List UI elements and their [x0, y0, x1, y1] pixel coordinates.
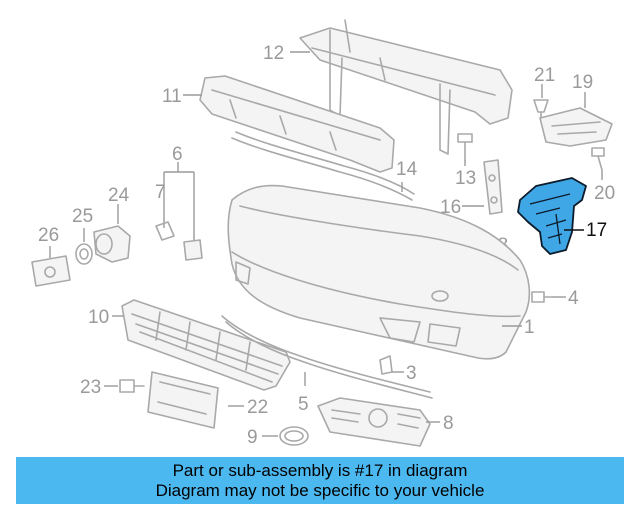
part-17-side-bracket[interactable]: 17 — [517, 177, 607, 255]
part-10-lower-grille: 10 — [88, 299, 291, 391]
callout-16[interactable]: 16 — [440, 197, 461, 218]
part-24-park-sensor: 24 — [93, 185, 131, 263]
part-8-fog-grille: 8 — [317, 397, 454, 447]
callout-24[interactable]: 24 — [108, 185, 130, 206]
callout-25[interactable]: 25 — [72, 206, 93, 227]
callout-12[interactable]: 12 — [263, 43, 284, 64]
part-25-sensor-ring: 25 — [72, 206, 93, 265]
part-9-ring: 9 — [247, 426, 309, 448]
callout-5[interactable]: 5 — [298, 394, 309, 415]
callout-13[interactable]: 13 — [455, 168, 476, 189]
callout-11[interactable]: 11 — [162, 86, 182, 107]
part-14-trim-strip: 14 — [231, 131, 418, 201]
banner-line-2: Diagram may not be specific to your vehi… — [155, 480, 485, 500]
part-13-bolt: 13 — [455, 133, 476, 189]
info-banner: Part or sub-assembly is #17 in diagram D… — [16, 457, 624, 504]
part-26-sensor-bracket: 26 — [31, 225, 71, 287]
part-20-screw: 20 — [591, 147, 615, 204]
part-1-bumper-cover: 1 — [227, 184, 535, 360]
callout-22[interactable]: 22 — [247, 397, 268, 418]
callout-23[interactable]: 23 — [80, 377, 101, 398]
part-23-screw: 23 — [80, 377, 145, 398]
callout-17[interactable]: 17 — [586, 220, 607, 241]
callout-10[interactable]: 10 — [88, 307, 109, 328]
callout-19[interactable]: 19 — [572, 72, 593, 93]
callout-9[interactable]: 9 — [247, 427, 258, 448]
part-21-clip: 21 — [533, 65, 555, 121]
part-4-screw: 4 — [531, 288, 579, 309]
banner-line-1: Part or sub-assembly is #17 in diagram — [172, 460, 468, 480]
callout-21[interactable]: 21 — [534, 65, 555, 86]
callout-20[interactable]: 20 — [594, 183, 615, 204]
part-16-bracket: 16 — [440, 159, 503, 218]
callout-8[interactable]: 8 — [443, 413, 454, 434]
part-5-lower-trim: 5 — [221, 315, 433, 415]
callout-7[interactable]: 7 — [155, 182, 166, 203]
part-11-energy-absorber: 11 — [162, 75, 395, 173]
callout-1[interactable]: 1 — [524, 317, 535, 338]
part-6-7-clips: 6 7 — [155, 144, 203, 261]
callout-6[interactable]: 6 — [172, 144, 183, 165]
part-3-clip: 3 — [379, 355, 417, 384]
callout-3[interactable]: 3 — [406, 363, 417, 384]
part-19-guide-bracket: 19 — [539, 72, 613, 147]
callout-14[interactable]: 14 — [396, 159, 418, 180]
part-22-plate-bracket: 22 — [147, 371, 268, 429]
callout-4[interactable]: 4 — [568, 288, 579, 309]
callout-26[interactable]: 26 — [38, 225, 59, 246]
